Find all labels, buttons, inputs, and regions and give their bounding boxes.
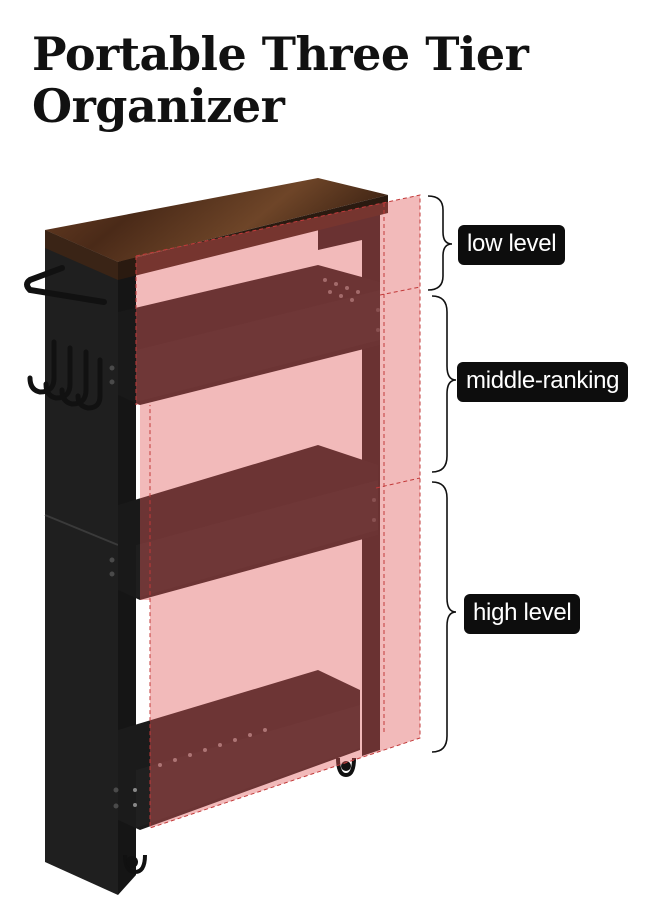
title-line-2: Organizer [32,79,285,133]
level-braces [427,195,457,753]
label-middle-ranking: middle-ranking [457,362,629,402]
title-line-1: Portable Three Tier [32,27,529,81]
wooden-top [45,178,388,262]
brace-middle [431,295,457,473]
label-low-level: low level [458,225,566,265]
side-handle [24,265,107,305]
brace-high [431,481,457,753]
left-side-panel [45,230,118,895]
label-high-level: high level [464,594,581,634]
width-overlay [135,194,421,829]
page-title: Portable Three Tier Organizer [32,28,632,132]
brace-low [427,195,453,291]
side-hooks [27,339,103,411]
casters [123,757,356,875]
